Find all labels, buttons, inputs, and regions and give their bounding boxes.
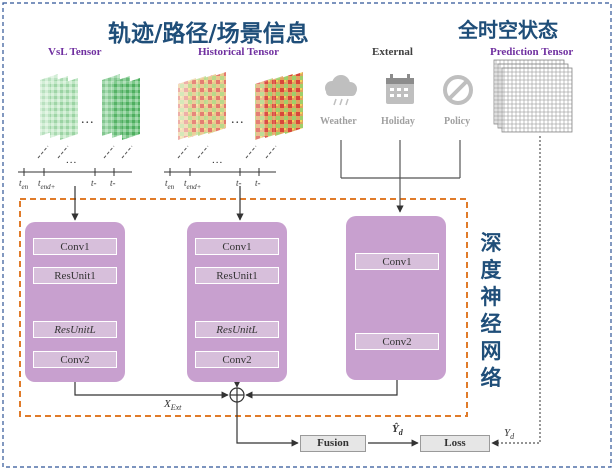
external-conv1-layer: Conv1: [355, 253, 439, 270]
vsl-timeline: [18, 168, 132, 176]
historical-resunit1-layer: ResUnit1: [195, 267, 279, 284]
vsl-resunit1-layer: ResUnit1: [33, 267, 117, 284]
historical-projection-lines: [177, 145, 277, 159]
vsl-time-label-t-en: ten: [19, 178, 29, 191]
prediction-tensor-label: Prediction Tensor: [490, 46, 574, 58]
historical-time-label-t-end: tend+: [184, 178, 202, 191]
policy-label: Policy: [444, 116, 471, 127]
vsl-time-label-t-minus-2: t-: [110, 178, 116, 188]
external-conv-block: [346, 216, 446, 380]
vsl-conv1-layer: Conv1: [33, 238, 117, 255]
vsl-resunitl-layer: ResUnitL: [33, 321, 117, 338]
x-ext-label: XExt: [164, 398, 182, 413]
historical-conv1-layer: Conv1: [195, 238, 279, 255]
holiday-calendar-icon: [386, 74, 414, 104]
vsl-tensor-stack-2: [102, 74, 140, 140]
y-label: Yd: [504, 427, 515, 442]
page-title: 轨迹/路径/场景信息: [108, 21, 309, 47]
historical-conv2-layer: Conv2: [195, 351, 279, 368]
page-title-right: 全时空状态: [458, 18, 558, 42]
vsl-timeline-ellipsis: ...: [66, 154, 78, 166]
vsl-conv2-layer: Conv2: [33, 351, 117, 368]
y-hat-label: Ŷd: [392, 423, 403, 438]
fusion-box: Fusion: [300, 435, 366, 452]
policy-prohibition-icon: [443, 75, 473, 105]
historical-time-label-t-en: ten: [165, 178, 175, 191]
external-conv2-layer: Conv2: [355, 333, 439, 350]
weather-label: Weather: [320, 116, 357, 127]
vsl-tensor-stack-1: [40, 74, 78, 140]
historical-resunitl-layer: ResUnitL: [195, 321, 279, 338]
external-label: External: [372, 46, 413, 58]
sum-node: [229, 387, 245, 403]
external-bracket: [340, 140, 461, 213]
vsl-time-label-t-minus-1: t-: [91, 178, 97, 188]
historical-tensor-stack-2: [255, 72, 303, 140]
dnn-frame: [19, 198, 468, 417]
prediction-tensor-grid: [493, 59, 573, 133]
historical-tensor-stack-1: [178, 72, 226, 140]
vsl-ellipsis: ...: [81, 112, 95, 127]
historical-time-label-t-minus-1: t-: [236, 178, 242, 188]
fusion-loss-wiring: [236, 402, 419, 447]
dnn-side-title: 深 度 神 经 网 络: [480, 231, 502, 390]
historical-timeline-ellipsis: ...: [212, 154, 224, 166]
loss-box: Loss: [420, 435, 490, 452]
historical-timeline: [164, 168, 276, 176]
weather-icon: [325, 75, 357, 106]
vsl-time-label-t-end: tend+: [38, 178, 56, 191]
vsl-projection-lines: [37, 145, 133, 159]
historical-tensor-label: Historical Tensor: [198, 46, 279, 58]
historical-ellipsis: ...: [231, 112, 245, 127]
historical-time-label-t-minus-2: t-: [255, 178, 261, 188]
holiday-label: Holiday: [381, 116, 415, 127]
vsl-tensor-label: VsL Tensor: [48, 46, 102, 58]
